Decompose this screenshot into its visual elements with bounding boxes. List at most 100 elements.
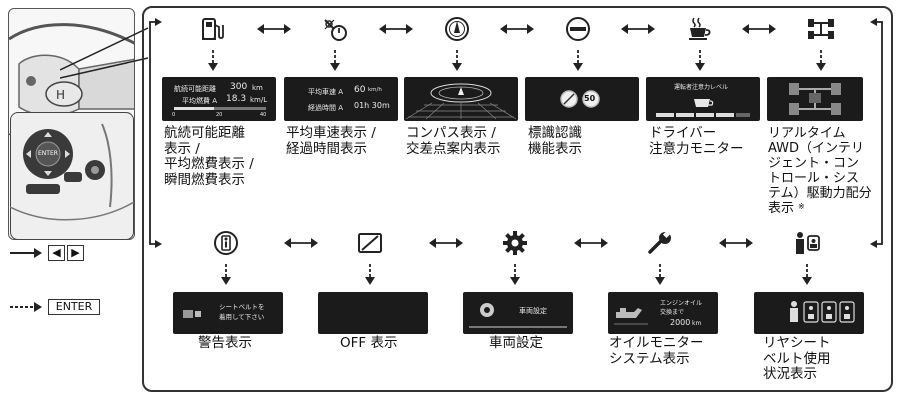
wrench-icon: [648, 230, 671, 254]
gear-icon: [503, 231, 527, 255]
instant-fuel-fill: [174, 107, 214, 110]
down-arrow: [510, 264, 520, 285]
instant-fuel-bar: [174, 107, 266, 110]
screen-warning: シートベルトを 着用して下さい: [173, 292, 283, 334]
oil-value: 2000: [670, 318, 691, 327]
down-arrow: [221, 264, 231, 285]
seatbelt-graphic: [183, 310, 201, 318]
label-settings: 車両設定: [489, 335, 543, 351]
screen-sign: 50: [525, 77, 639, 121]
down-arrow: [208, 50, 218, 71]
double-arrow: [379, 24, 413, 34]
label-attention: ドライバー 注意力モニター: [649, 125, 744, 157]
double-arrow: [284, 238, 318, 248]
legend-right-key: ▶: [67, 245, 84, 261]
elapsed-value: 01h 30m: [354, 101, 390, 110]
steering-wheel-illustration: H: [9, 23, 134, 145]
coffee-cup-icon: [689, 17, 711, 40]
sign-graphics: [560, 90, 600, 108]
settings-title: 車両設定: [519, 307, 547, 315]
oil-can-graphic: [614, 308, 648, 325]
callout-connector: [60, 27, 149, 79]
legend-left-key: ◀: [48, 245, 65, 261]
tick-20: 20: [216, 112, 223, 118]
awd-note-mark: ※: [798, 202, 805, 211]
speed-limit-value: 50: [584, 94, 596, 103]
legend-enter-key: ENTER: [48, 299, 100, 315]
speed-timer-icon: [324, 19, 347, 41]
left-loop-line: [149, 18, 162, 248]
hub: [9, 45, 39, 69]
double-arrow: [429, 238, 463, 248]
enter-button-label[interactable]: ENTER: [38, 150, 58, 157]
label-awd: リアルタイム AWD（インテリ ジェント・コン トロール・シス テム）駆動力配分…: [768, 126, 872, 216]
label-warning: 警告表示: [198, 335, 252, 351]
down-arrow: [655, 264, 665, 285]
avg-speed-unit: km/h: [368, 87, 382, 93]
screen-off: [318, 292, 428, 334]
fuel-pump-icon: [202, 18, 224, 40]
avg-speed-label: 平均車速 A: [308, 88, 344, 96]
screen-attention: 運転者注意力レベル: [646, 77, 760, 121]
settings-gear-graphic: [480, 303, 494, 317]
double-arrow: [719, 238, 753, 248]
legend-dashed-arrow: [10, 302, 42, 312]
down-arrow: [816, 50, 826, 71]
double-arrow: [500, 24, 534, 34]
display-off-icon: [358, 233, 382, 253]
double-arrow: [574, 238, 608, 248]
label-avg-speed: 平均車速表示 / 経過時間表示: [286, 125, 376, 157]
compass-grid-graphic: [405, 83, 517, 120]
screen-oil: エンジンオイル 交換まで 2000 km: [608, 292, 718, 334]
svg-text:H: H: [56, 88, 65, 102]
down-arrow: [365, 264, 375, 285]
down-arrow: [330, 50, 340, 71]
warning-message: シートベルトを 着用して下さい: [219, 303, 265, 321]
elapsed-label: 経過時間 A: [308, 104, 344, 112]
label-range-fuel: 航続可能距離 表示 / 平均燃費表示 / 瞬間燃費表示: [164, 125, 254, 188]
legend-solid-arrow: [10, 248, 42, 258]
attention-title: 運転者注意力レベル: [674, 84, 729, 91]
display-cycle-frame: [142, 6, 893, 392]
traffic-sign-icon: [566, 17, 590, 41]
label-rear-belt: リヤシート ベルト使用 状況表示: [763, 335, 831, 382]
label-sign: 標識認識 機能表示: [528, 125, 582, 157]
awd-graphic: [789, 83, 841, 115]
label-oil: オイルモニター システム表示: [609, 335, 704, 367]
down-arrow: [695, 50, 705, 71]
rear-belt-graphic: [790, 301, 855, 323]
dpad-illustration: [10, 123, 134, 221]
down-arrow: [452, 50, 462, 71]
avg-fuel-unit: km/L: [250, 96, 268, 104]
avg-speed-value: 60: [354, 85, 366, 95]
range-value: 300: [230, 82, 248, 92]
oil-label1: エンジンオイル: [660, 300, 703, 307]
screen-awd: [767, 77, 863, 121]
rear-seat-belt-icon: [796, 232, 820, 254]
label-compass: コンパス表示 / 交差点案内表示: [406, 125, 501, 157]
avg-fuel-value: 18.3: [226, 94, 247, 104]
right-loop-line: [870, 18, 883, 248]
awd-chassis-icon: [808, 19, 834, 39]
screen-avg-speed: 平均車速 A 60 km/h 経過時間 A 01h 30m: [284, 77, 398, 121]
tick-0: 0: [172, 112, 176, 118]
oil-label2: 交換まで: [660, 309, 685, 316]
screen-settings: 車両設定: [463, 292, 573, 334]
double-arrow: [742, 24, 776, 34]
label-off: OFF 表示: [340, 335, 398, 351]
attention-graphic: [656, 99, 750, 117]
avg-fuel-label: 平均燃費 A: [182, 97, 218, 105]
screen-rear-belt: [754, 292, 864, 334]
screen-range-fuel: 航続可能距離 300 km 平均燃費 A 18.3 km/L 0 20 40: [162, 77, 276, 121]
settings-underline: [469, 326, 567, 328]
double-arrow: [621, 24, 655, 34]
tick-40: 40: [260, 112, 267, 118]
double-arrow: [257, 24, 291, 34]
compass-icon: [445, 17, 469, 41]
info-warning-icon: [214, 231, 238, 255]
screen-compass: [404, 77, 518, 121]
down-arrow: [802, 264, 812, 285]
down-arrow: [573, 50, 583, 71]
oil-unit: km: [692, 320, 702, 327]
range-unit: km: [252, 84, 263, 92]
